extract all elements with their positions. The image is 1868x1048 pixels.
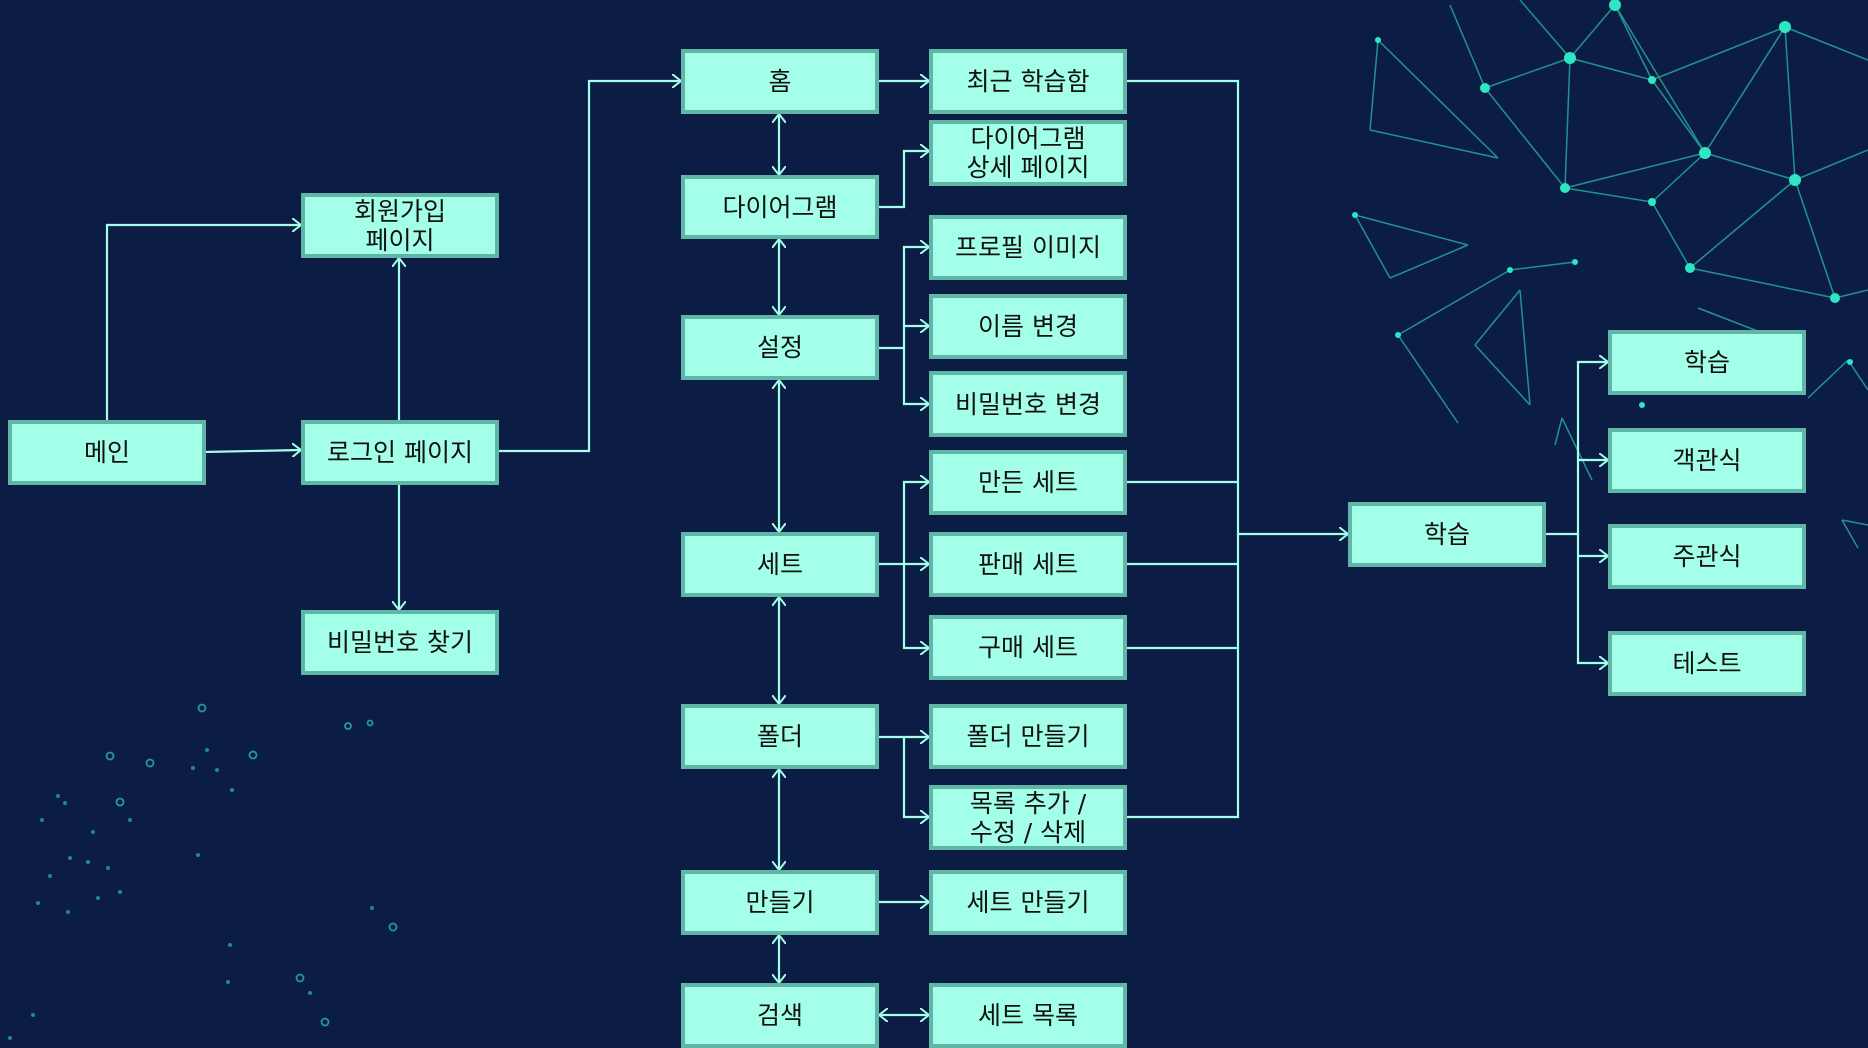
node-purchased-sets-label: 구매 세트 <box>978 633 1078 662</box>
connector-main-login <box>203 450 301 452</box>
connector-folder-edit <box>902 737 929 817</box>
node-create-set-label: 세트 만들기 <box>966 888 1090 917</box>
connector-diagram-detail <box>877 151 929 209</box>
connector-settings-password <box>902 348 929 404</box>
node-create-label: 만들기 <box>745 888 815 917</box>
node-learn-label: 학습 <box>1683 348 1730 377</box>
node-folder: 폴더 <box>681 704 879 769</box>
node-create: 만들기 <box>681 870 879 935</box>
node-settings: 설정 <box>681 315 879 380</box>
connector-learn-learn <box>1546 362 1608 536</box>
node-home-label: 홈 <box>768 67 792 96</box>
node-recent-studied: 최근 학습함 <box>929 49 1127 114</box>
node-edit-list-label: 목록 추가 / 수정 / 삭제 <box>969 788 1087 847</box>
node-profile-image-label: 프로필 이미지 <box>955 233 1101 262</box>
node-signup-page: 회원가입 페이지 <box>301 193 499 258</box>
node-main: 메인 <box>8 420 206 485</box>
node-home: 홈 <box>681 49 879 114</box>
node-test-label: 테스트 <box>1672 649 1742 678</box>
node-sale-sets: 판매 세트 <box>929 532 1127 597</box>
node-sets-label: 세트 <box>756 550 803 579</box>
node-multiple-choice-label: 객관식 <box>1672 446 1742 475</box>
node-change-name: 이름 변경 <box>929 294 1127 359</box>
node-create-folder-label: 폴더 만들기 <box>966 722 1090 751</box>
node-sale-sets-label: 판매 세트 <box>978 550 1078 579</box>
node-my-sets: 만든 세트 <box>929 450 1127 515</box>
node-test: 테스트 <box>1608 631 1806 696</box>
node-find-password: 비밀번호 찾기 <box>301 610 499 675</box>
node-login-page: 로그인 페이지 <box>301 420 499 485</box>
node-learn-hub-label: 학습 <box>1423 520 1470 549</box>
connector-login-home <box>497 81 681 453</box>
node-recent-label: 최근 학습함 <box>966 67 1090 96</box>
node-main-label: 메인 <box>83 438 130 467</box>
node-learn: 학습 <box>1608 330 1806 395</box>
node-sets: 세트 <box>681 532 879 597</box>
node-diagram-label: 다이어그램 <box>722 192 838 222</box>
node-create-folder: 폴더 만들기 <box>929 704 1127 769</box>
connector-to-learn-bus <box>1127 79 1240 819</box>
node-find-password-label: 비밀번호 찾기 <box>327 628 473 657</box>
node-subjective: 주관식 <box>1608 524 1806 589</box>
connector-sets-my <box>877 482 929 566</box>
node-set-list-label: 세트 목록 <box>978 1001 1078 1030</box>
node-change-name-label: 이름 변경 <box>978 312 1078 341</box>
node-my-sets-label: 만든 세트 <box>978 468 1078 497</box>
node-set-list: 세트 목록 <box>929 983 1127 1048</box>
node-settings-label: 설정 <box>756 333 803 362</box>
connector-settings-profile <box>877 247 929 350</box>
node-login-label: 로그인 페이지 <box>327 438 473 467</box>
node-change-password-label: 비밀번호 변경 <box>955 389 1101 419</box>
node-diagram-detail: 다이어그램 상세 페이지 <box>929 120 1127 186</box>
connector-sets-purchased <box>902 564 929 648</box>
connector-main-signup <box>105 225 301 420</box>
node-change-password: 비밀번호 변경 <box>929 371 1127 437</box>
node-multiple-choice: 객관식 <box>1608 428 1806 493</box>
node-diagram: 다이어그램 <box>681 175 879 239</box>
node-create-set: 세트 만들기 <box>929 870 1127 935</box>
node-learn-hub: 학습 <box>1348 502 1546 567</box>
node-search: 검색 <box>681 983 879 1048</box>
node-profile-image: 프로필 이미지 <box>929 215 1127 280</box>
node-subjective-label: 주관식 <box>1672 542 1742 571</box>
node-edit-list: 목록 추가 / 수정 / 삭제 <box>929 785 1127 850</box>
node-diagram-detail-label: 다이어그램 상세 페이지 <box>966 124 1090 182</box>
node-purchased-sets: 구매 세트 <box>929 615 1127 680</box>
node-signup-label: 회원가입 페이지 <box>353 196 446 255</box>
connector-learn-test <box>1576 534 1608 663</box>
node-search-label: 검색 <box>756 1001 803 1030</box>
node-folder-label: 폴더 <box>756 722 803 751</box>
